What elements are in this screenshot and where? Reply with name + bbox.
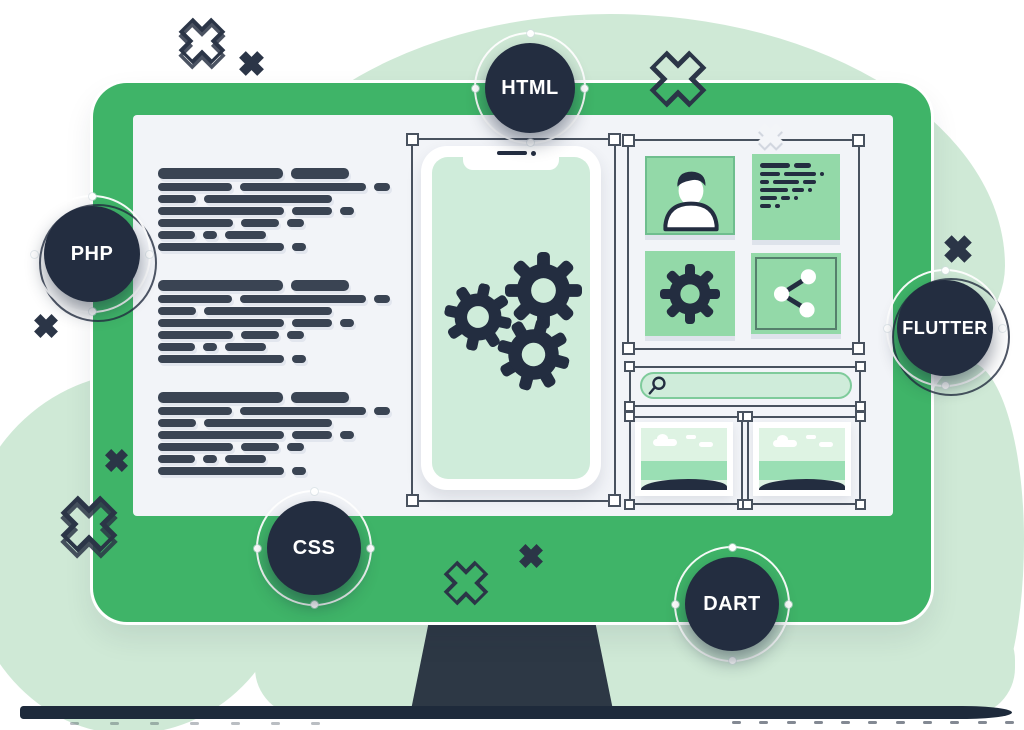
text-lines-card — [752, 154, 840, 240]
selection-handle — [622, 342, 635, 355]
selection-handle — [855, 411, 866, 422]
share-card-border — [755, 257, 837, 330]
badge-ring — [672, 544, 792, 664]
code-block — [158, 168, 404, 251]
widgets-selection-frame — [622, 134, 865, 355]
selection-handle — [855, 361, 866, 372]
badge-ring — [884, 267, 1006, 389]
cross-decoration-icon — [169, 8, 234, 73]
selection-handle — [622, 134, 635, 147]
text-lines-rows — [760, 163, 832, 208]
phone-selection-frame — [406, 133, 621, 507]
selection-handle — [624, 499, 635, 510]
share-icon — [773, 269, 816, 318]
cross-decoration-icon — [232, 44, 270, 82]
code-block — [158, 280, 404, 363]
avatar-card — [645, 156, 735, 235]
share-card — [751, 253, 841, 334]
phone-camera-dot — [531, 151, 536, 156]
magnifier-icon — [648, 376, 666, 395]
image-placeholder-icon — [641, 428, 727, 490]
image-placeholder-icon — [759, 428, 845, 490]
badge-html: HTML — [472, 30, 588, 146]
code-block — [158, 392, 404, 475]
selection-handle — [608, 133, 621, 146]
cross-decoration-icon — [28, 308, 65, 345]
badge-ring — [254, 488, 374, 608]
selection-handle — [855, 499, 866, 510]
ground-shadow — [20, 706, 1012, 719]
monitor-stand — [411, 620, 613, 710]
phone-speaker — [497, 151, 527, 155]
badge-label: DART — [703, 592, 761, 615]
gear-icon — [660, 264, 720, 324]
image-card — [635, 422, 733, 496]
badge-css: CSS — [254, 488, 374, 608]
selection-handle — [742, 499, 753, 510]
badge-label: PHP — [70, 242, 114, 265]
badge-ring — [31, 193, 153, 315]
user-avatar-icon — [663, 171, 719, 232]
image-card — [753, 422, 851, 496]
gear-card — [645, 251, 735, 336]
background-blob — [255, 612, 1015, 716]
selection-handle — [852, 342, 865, 355]
phone-notch — [463, 157, 559, 170]
search-bar — [640, 372, 852, 399]
badge-ring — [472, 30, 588, 146]
ground-ticks — [732, 721, 1014, 724]
cross-decoration-icon — [49, 484, 128, 563]
badge-label: HTML — [501, 76, 559, 99]
badge-label: FLUTTER — [902, 317, 988, 338]
badge-flutter: FLUTTER — [884, 267, 1010, 396]
ground-ticks — [70, 722, 320, 725]
code-panel — [158, 168, 404, 504]
badge-dart: DART — [672, 544, 792, 664]
selection-handle — [624, 361, 635, 372]
badge-label: CSS — [292, 536, 336, 559]
selection-handle — [852, 134, 865, 147]
selection-handle — [742, 411, 753, 422]
selection-handle — [608, 494, 621, 507]
badge-php: PHP — [31, 193, 157, 322]
selection-handle — [406, 133, 419, 146]
selection-handle — [406, 494, 419, 507]
image-selection-frame — [742, 411, 866, 510]
selection-handle — [624, 411, 635, 422]
